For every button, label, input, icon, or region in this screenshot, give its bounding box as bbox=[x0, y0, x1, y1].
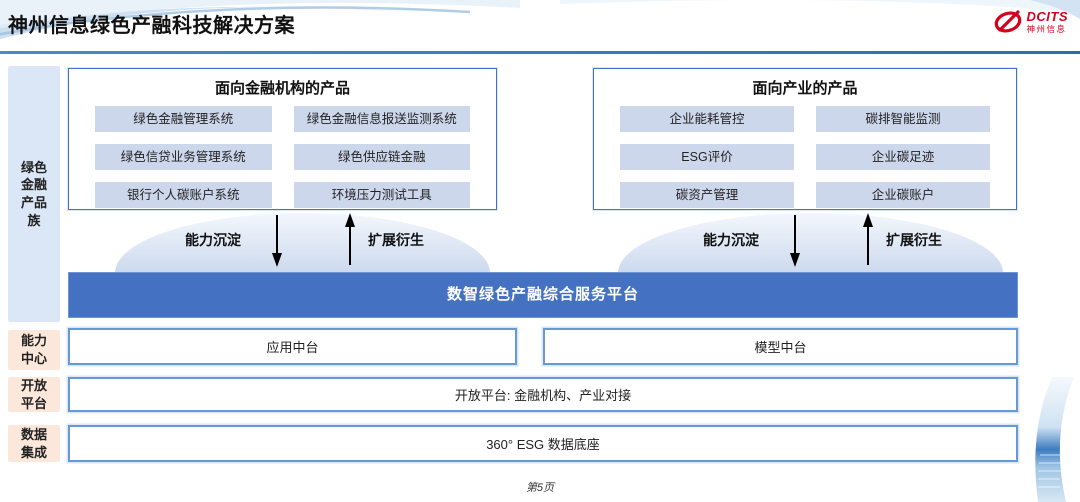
logo-text: DCITS 神州信息 bbox=[1027, 10, 1069, 34]
up-arrow-icon bbox=[345, 213, 355, 265]
sidebar-label-text: 能力中心 bbox=[20, 333, 47, 366]
capability-sink-label: 能力沉淀 bbox=[185, 232, 241, 248]
product-chip: 绿色金融管理系统 bbox=[95, 106, 272, 132]
open-platform-box: 开放平台: 金融机构、产业对接 bbox=[68, 377, 1018, 412]
capability-sink-label: 能力沉淀 bbox=[703, 232, 759, 248]
expand-derive-label: 扩展衍生 bbox=[886, 232, 942, 248]
product-chip: 企业碳足迹 bbox=[816, 144, 990, 170]
logo-brand: DCITS bbox=[1026, 9, 1068, 25]
sidebar-label-data-integration: 数据集成 bbox=[8, 425, 60, 462]
product-chip: 企业碳账户 bbox=[816, 182, 990, 208]
industry-products-title: 面向产业的产品 bbox=[752, 80, 858, 97]
expand-derive-label: 扩展衍生 bbox=[368, 232, 424, 248]
industry-products-box: 面向产业的产品 企业能耗管控 碳排智能监测 ESG评价 企业碳足迹 碳资产管理 … bbox=[593, 68, 1017, 210]
product-chip: 绿色供应链金融 bbox=[293, 144, 470, 170]
product-chip: 银行个人碳账户系统 bbox=[95, 182, 272, 208]
down-arrow-icon bbox=[790, 215, 800, 267]
flow-group-left: 能力沉淀 扩展衍生 bbox=[185, 211, 428, 269]
finance-products-grid: 绿色金融管理系统 绿色金融信息报送监测系统 绿色信贷业务管理系统 绿色供应链金融… bbox=[95, 106, 470, 208]
dcits-logo-icon bbox=[994, 10, 1021, 33]
page-title: 神州信息绿色产融科技解决方案 bbox=[8, 15, 295, 37]
down-arrow-icon bbox=[272, 215, 282, 267]
sidebar-label-capability-center: 能力中心 bbox=[8, 330, 60, 370]
product-chip: 绿色信贷业务管理系统 bbox=[95, 144, 272, 170]
finance-products-title: 面向金融机构的产品 bbox=[214, 80, 350, 97]
model-middle-platform-box: 模型中台 bbox=[543, 328, 1018, 365]
product-chip: 环境压力测试工具 bbox=[293, 182, 470, 208]
product-chip: ESG评价 bbox=[620, 144, 794, 170]
sidebar-label-text: 绿色金融产品族 bbox=[20, 159, 47, 228]
product-chip: 企业能耗管控 bbox=[620, 106, 794, 132]
product-chip: 碳资产管理 bbox=[620, 182, 794, 208]
company-logo: DCITS 神州信息 bbox=[993, 10, 1069, 34]
industry-products-grid: 企业能耗管控 碳排智能监测 ESG评价 企业碳足迹 碳资产管理 企业碳账户 bbox=[620, 106, 990, 208]
flow-group-right: 能力沉淀 扩展衍生 bbox=[703, 211, 946, 269]
page-number: 第5页 bbox=[525, 482, 555, 494]
platform-bar: 数智绿色产融综合服务平台 bbox=[68, 272, 1018, 318]
sidebar-label-open-platform: 开放平台 bbox=[8, 377, 60, 412]
finance-products-box: 面向金融机构的产品 绿色金融管理系统 绿色金融信息报送监测系统 绿色信贷业务管理… bbox=[68, 68, 497, 210]
product-chip: 绿色金融信息报送监测系统 bbox=[293, 106, 470, 132]
up-arrow-icon bbox=[863, 213, 873, 265]
esg-data-base-box: 360° ESG 数据底座 bbox=[68, 425, 1018, 462]
product-chip: 碳排智能监测 bbox=[816, 106, 990, 132]
sidebar-label-text: 开放平台 bbox=[20, 377, 47, 411]
logo-subtitle: 神州信息 bbox=[1026, 24, 1067, 35]
app-middle-platform-box: 应用中台 bbox=[68, 328, 517, 365]
sidebar-label-product-family: 绿色金融产品族 bbox=[8, 66, 60, 322]
sidebar-label-text: 数据集成 bbox=[20, 426, 47, 460]
title-divider bbox=[0, 51, 1080, 54]
